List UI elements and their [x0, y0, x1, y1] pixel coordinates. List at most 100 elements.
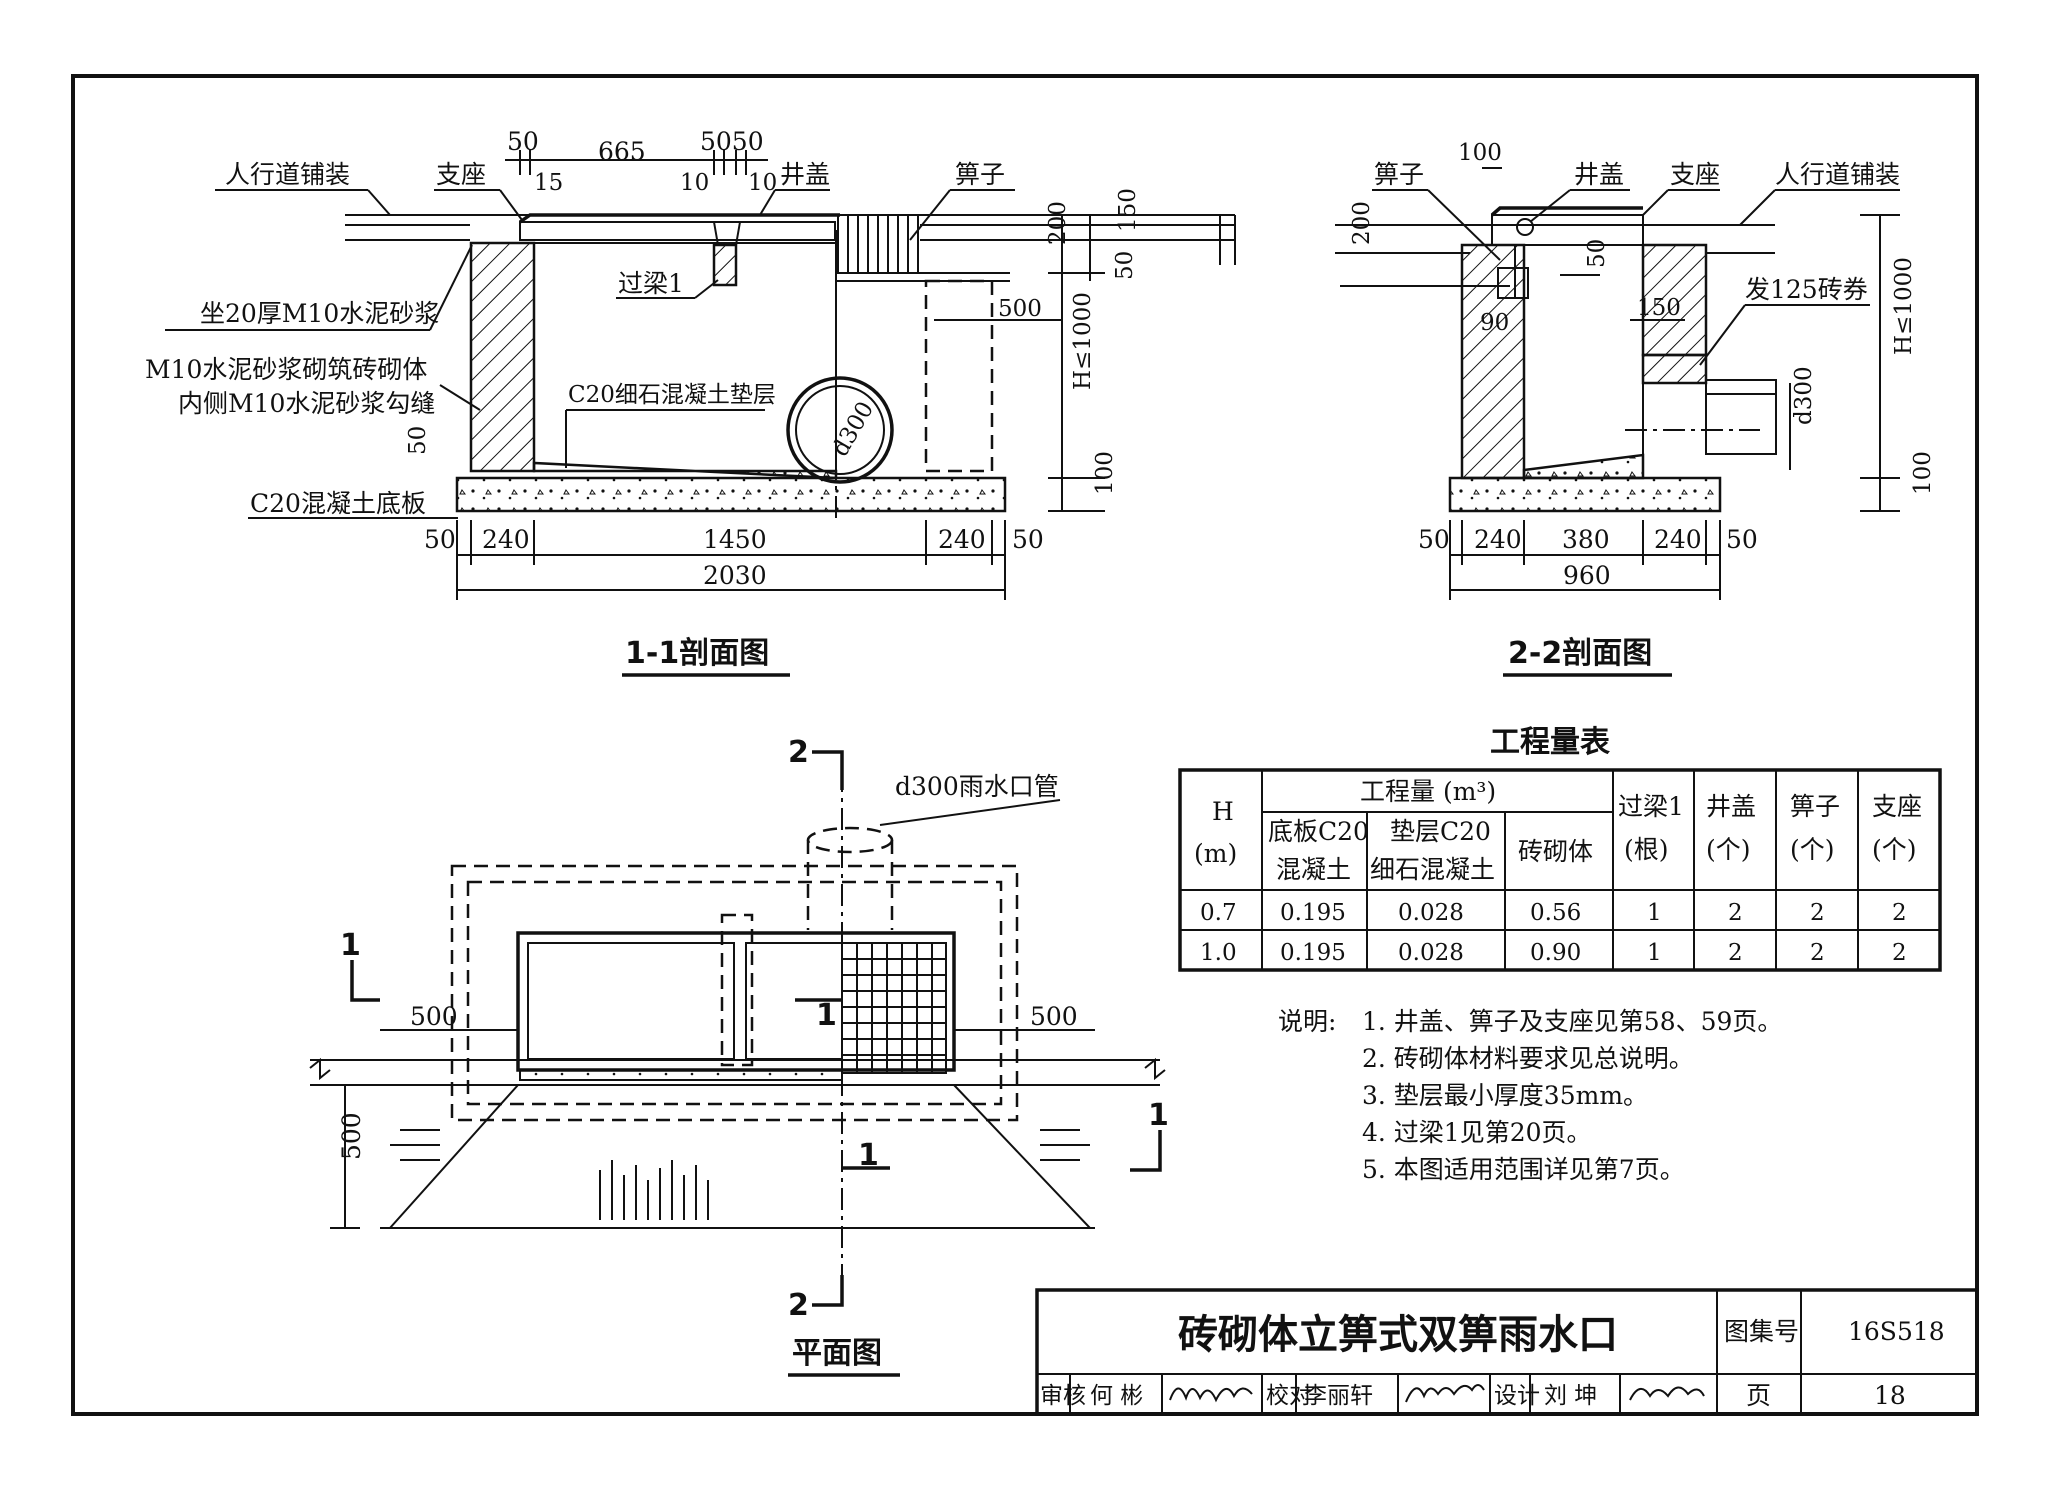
check-label: 校对	[1266, 1383, 1312, 1409]
th-group: 工程量 (m³)	[1360, 777, 1496, 806]
cell-r0-cushion: 0.028	[1398, 900, 1464, 926]
cell-r1-cushion: 0.028	[1398, 940, 1464, 966]
th-masonry: 砖砌体	[1518, 837, 1593, 866]
dim-2-2-b50a: 50	[1418, 525, 1450, 554]
cell-r0-h: 0.7	[1200, 900, 1237, 926]
cell-r1-grate: 2	[1810, 940, 1825, 966]
note-item-4: 4. 过梁1见第20页。	[1362, 1118, 1592, 1147]
th-grate-2: (个)	[1790, 835, 1835, 864]
dim-2-2-b380: 380	[1562, 525, 1610, 554]
dim-1-1-200: 200	[1045, 201, 1071, 245]
label-paving-2-2: 人行道铺装	[1775, 160, 1900, 189]
table-row: 1.0 0.195 0.028 0.90 1 2 2 2	[1200, 940, 1907, 966]
designer-signature	[1629, 1386, 1705, 1401]
cell-r1-cover: 2	[1728, 940, 1743, 966]
cell-r0-support: 2	[1892, 900, 1907, 926]
cut-1-left: 1	[340, 928, 361, 963]
dim-1-1-50b: 50	[405, 426, 431, 455]
checker-signature	[1405, 1384, 1485, 1403]
checker-name: 李丽轩	[1304, 1383, 1373, 1409]
cell-r0-cover: 2	[1728, 900, 1743, 926]
cut-1-right: 1	[1148, 1098, 1169, 1133]
th-h-unit: (m)	[1194, 839, 1237, 868]
atlas-no: 16S518	[1848, 1317, 1945, 1346]
dim-1-1-500: 500	[998, 296, 1042, 322]
dim-1-1-b240b: 240	[938, 525, 986, 554]
title-block: 砖砌体立箅式双箅雨水口 图集号 16S518 页 18 审核 何 彬 校对 李丽…	[1035, 1288, 1979, 1416]
label-cover-1-1: 井盖	[780, 160, 830, 189]
dim-2-2-pipe: d300	[1791, 366, 1817, 425]
plan-grate-grid	[841, 942, 947, 1074]
th-base-1: 底板C20	[1268, 817, 1369, 846]
plan-ticks	[390, 1129, 1090, 1220]
plan-dim-bottom: 500	[337, 1112, 366, 1160]
dim-1-1-top-665: 665	[598, 137, 646, 166]
plan-pipe-label: d300雨水口管	[895, 772, 1059, 801]
label-grate-1-1: 箅子	[955, 160, 1005, 189]
table-row: 0.7 0.195 0.028 0.56 1 2 2 2	[1200, 900, 1907, 926]
label-grate-2-2: 箅子	[1374, 160, 1424, 189]
dim-2-2-total: 960	[1563, 561, 1611, 590]
designer-name: 刘 坤	[1544, 1383, 1597, 1409]
note-item-5: 5. 本图适用范围详见第7页。	[1362, 1155, 1685, 1184]
th-support-1: 支座	[1872, 792, 1922, 821]
table-title: 工程量表	[1490, 725, 1610, 760]
dim-1-1-top-50: 50	[507, 127, 539, 156]
th-base-2: 混凝土	[1276, 855, 1351, 884]
dim-1-1-top-10b: 10	[748, 170, 777, 196]
note-item-3: 3. 垫层最小厚度35mm。	[1362, 1081, 1648, 1110]
review-label: 审核	[1040, 1383, 1086, 1409]
cut-2-bottom: 2	[788, 1288, 809, 1323]
th-cushion-1: 垫层C20	[1390, 817, 1491, 846]
page-label: 页	[1746, 1381, 1771, 1410]
label-base-1-1: C20混凝土底板	[250, 489, 426, 518]
dim-2-2-200: 200	[1349, 201, 1375, 245]
dim-1-1-total: 2030	[703, 561, 767, 590]
label-arch: 发125砖券	[1745, 275, 1868, 304]
base-slab-1-1	[455, 476, 1007, 513]
dim-2-2-h: H≤1000	[1891, 257, 1917, 355]
dim-2-2-50: 50	[1584, 239, 1610, 268]
notes: 说明: 1. 井盖、箅子及支座见第58、59页。 2. 砖砌体材料要求见总说明。…	[1278, 1007, 1782, 1184]
cell-r1-beam: 1	[1647, 940, 1662, 966]
reviewer-signature	[1169, 1387, 1253, 1403]
cell-r0-masonry: 0.56	[1530, 900, 1581, 926]
cut-1-mid-b: 1	[858, 1138, 879, 1173]
section-2-2-title: 2-2剖面图	[1508, 636, 1652, 671]
dim-1-1-top-10a: 10	[680, 170, 709, 196]
th-cushion-2: 细石混凝土	[1370, 855, 1495, 884]
label-cover-2-2: 井盖	[1574, 160, 1624, 189]
drawing-title: 砖砌体立箅式双箅雨水口	[1178, 1312, 1618, 1358]
cell-r1-support: 2	[1892, 940, 1907, 966]
reviewer-name: 何 彬	[1090, 1383, 1143, 1409]
th-beam-2: (根)	[1624, 835, 1669, 864]
quantity-table: 工程量表 H (m) 工程量 (m³) 底板C20 混凝土 垫层C20 细石混凝…	[1178, 725, 1942, 972]
cell-r1-h: 1.0	[1200, 940, 1237, 966]
cut-1-mid-a: 1	[816, 998, 837, 1033]
cell-r1-masonry: 0.90	[1530, 940, 1581, 966]
dim-2-2-b240b: 240	[1654, 525, 1702, 554]
base-slab-2-2	[1448, 476, 1722, 513]
note-item-1: 1. 井盖、箅子及支座见第58、59页。	[1362, 1007, 1782, 1036]
th-h: H	[1212, 797, 1234, 826]
grate-bars-1-1	[837, 215, 919, 273]
sheet-border	[71, 74, 1979, 1416]
note-item-2: 2. 砖砌体材料要求见总说明。	[1362, 1044, 1694, 1073]
th-beam-1: 过梁1	[1618, 792, 1684, 821]
plan-dim-left: 500	[410, 1002, 458, 1031]
dim-2-2-100: 100	[1458, 140, 1502, 166]
label-masonry-1: M10水泥砂浆砌筑砖砌体	[145, 355, 427, 384]
label-support-1-1: 支座	[436, 160, 486, 189]
dim-1-1-top-5050: 5050	[700, 127, 764, 156]
dim-1-1-top-15: 15	[534, 170, 563, 196]
dim-1-1-150: 150	[1115, 188, 1141, 232]
section-1-1-title: 1-1剖面图	[625, 636, 769, 671]
left-wall	[469, 241, 536, 473]
dim-1-1-b50b: 50	[1012, 525, 1044, 554]
label-beam-1-1: 过梁1	[618, 269, 684, 298]
cell-r0-base: 0.195	[1280, 900, 1346, 926]
page-no: 18	[1874, 1381, 1906, 1410]
th-grate-1: 箅子	[1790, 792, 1840, 821]
dim-1-1-b50a: 50	[424, 525, 456, 554]
